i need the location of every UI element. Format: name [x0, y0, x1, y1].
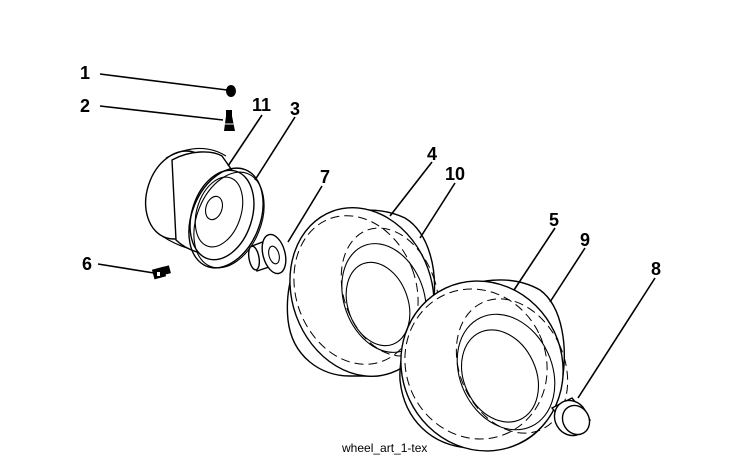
valve-stem [224, 110, 235, 131]
leader-7 [287, 185, 323, 243]
leader-2 [99, 105, 224, 121]
callout-4: 4 [427, 144, 437, 164]
callout-5: 5 [549, 210, 559, 230]
callout-3: 3 [290, 99, 300, 119]
leader-10 [419, 182, 456, 239]
grease-fitting [151, 265, 171, 280]
callout-1: 1 [80, 63, 90, 83]
front-tire [286, 207, 440, 377]
leader-9 [549, 247, 586, 303]
callout-10: 10 [445, 164, 465, 184]
callout-6: 6 [82, 254, 92, 274]
bushing-flanged [247, 233, 287, 275]
callout-8: 8 [651, 259, 661, 279]
leader-6 [97, 263, 155, 274]
callout-11: 11 [252, 95, 271, 115]
leader-lines [97, 73, 656, 399]
hub-cap [550, 397, 592, 437]
rear-tire [399, 279, 569, 452]
leader-3 [254, 116, 296, 181]
leader-1 [99, 73, 228, 91]
callout-9: 9 [580, 230, 590, 250]
leader-11 [227, 114, 263, 167]
wheel-rim [144, 147, 255, 261]
valve-cap [226, 85, 236, 97]
callout-2: 2 [80, 96, 90, 116]
leader-8 [577, 277, 656, 399]
callout-7: 7 [320, 167, 330, 187]
rim-ring [188, 167, 265, 269]
leader-5 [513, 227, 556, 291]
diagram-caption: wheel_art_1-tex [341, 441, 427, 455]
leader-4 [389, 161, 433, 217]
